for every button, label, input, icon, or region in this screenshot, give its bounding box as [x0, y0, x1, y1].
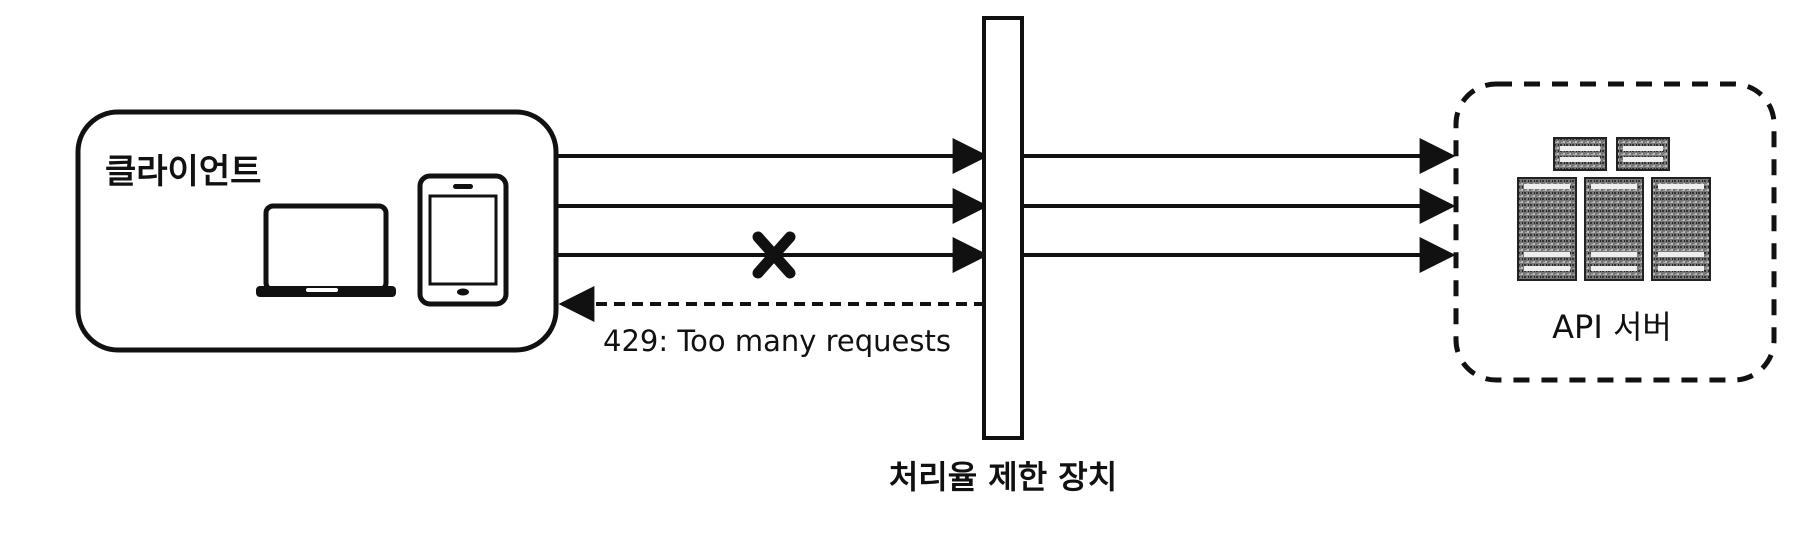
client-label: 클라이언트 [105, 152, 261, 192]
tablet-icon [417, 173, 509, 307]
laptop-icon [256, 203, 396, 297]
api-server-label: API 서버 [1552, 308, 1672, 346]
blocked-x-icon [752, 231, 796, 279]
response-label: 429: Too many requests [603, 324, 951, 358]
server-rack-icon [1517, 137, 1711, 281]
api-server-box: API 서버 [1453, 81, 1777, 383]
rate-limiter-label: 처리율 제한 장치 [889, 458, 1117, 496]
client-box: 클라이언트 [75, 109, 559, 353]
rate-limiter-bar [982, 16, 1024, 440]
